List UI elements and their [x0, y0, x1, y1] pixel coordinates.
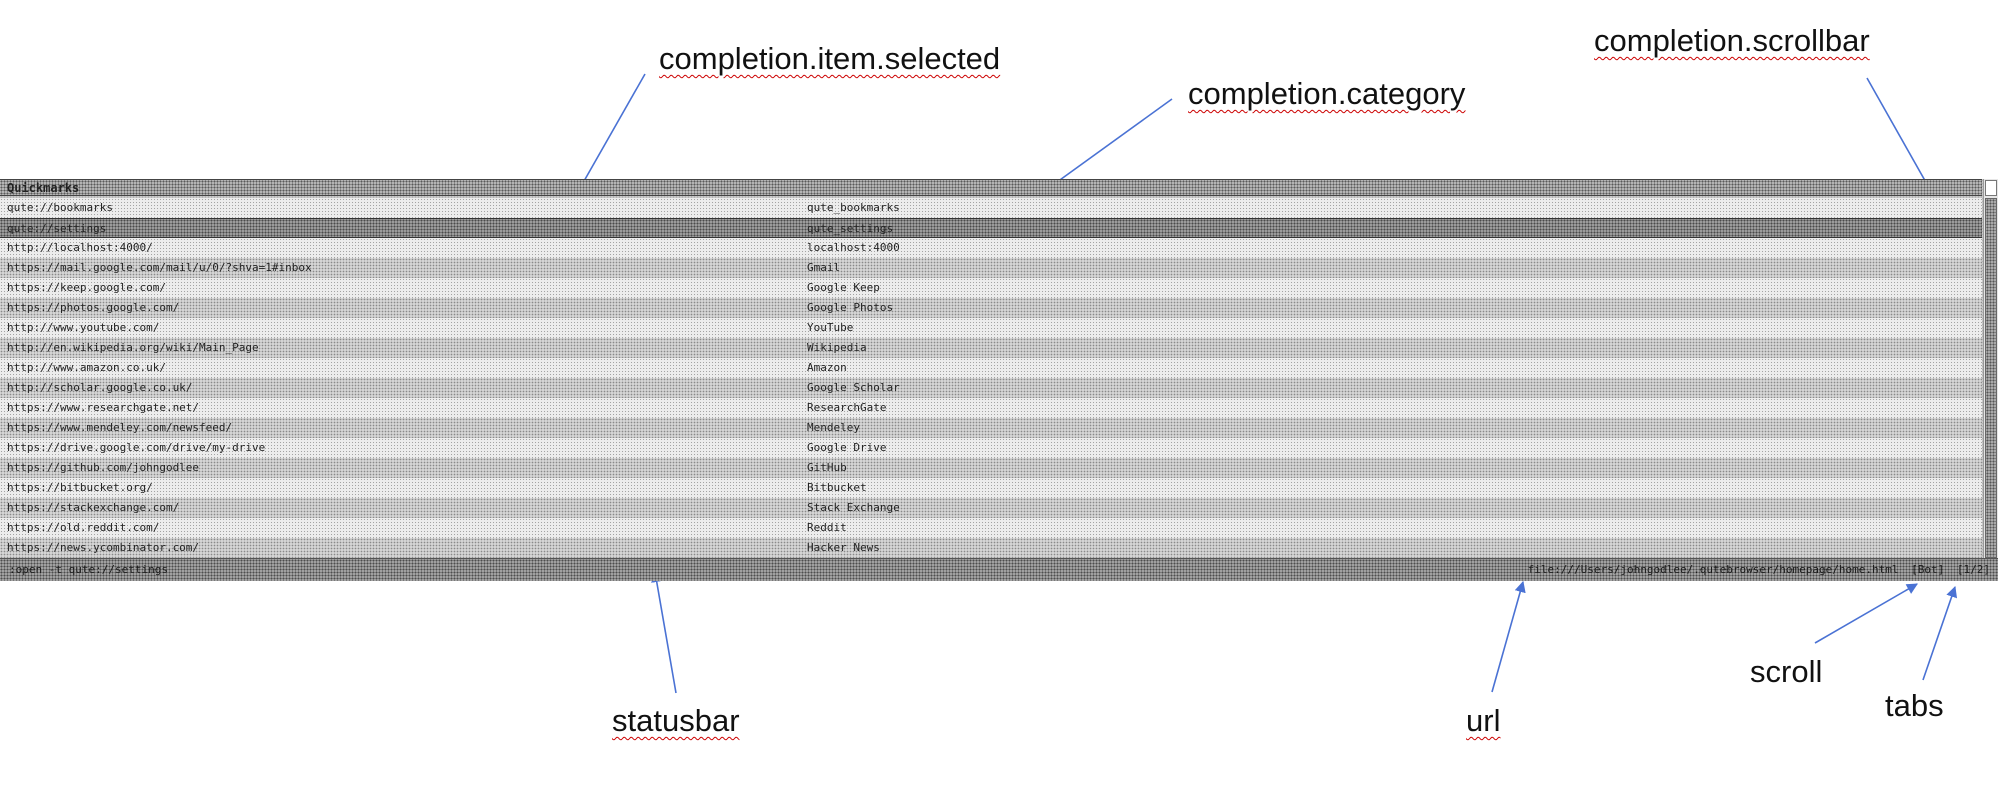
completion-item-url: https://www.researchgate.net/: [7, 401, 200, 414]
completion-item-url: http://scholar.google.co.uk/: [7, 381, 193, 394]
completion-item-url: https://mail.google.com/mail/u/0/?shva=1…: [7, 261, 312, 274]
completion-item[interactable]: https://www.mendeley.com/newsfeed/Mendel…: [0, 418, 1982, 438]
statusbar-scroll: [Bot]: [1911, 563, 1945, 576]
completion-scrollbar[interactable]: [1983, 179, 1998, 558]
qutebrowser-completion-ui: Quickmarks qute://bookmarks qute_bookmark…: [0, 179, 1998, 581]
completion-item-description: Amazon: [807, 361, 847, 374]
completion-item-url: https://stackexchange.com/: [7, 501, 180, 514]
completion-item-description: Hacker News: [807, 541, 880, 554]
completion-item[interactable]: https://www.researchgate.net/ResearchGat…: [0, 398, 1982, 418]
completion-item-description: Wikipedia: [807, 341, 867, 354]
completion-item-url: http://localhost:4000/: [7, 241, 153, 254]
completion-item-url: http://www.amazon.co.uk/: [7, 361, 166, 374]
completion-item[interactable]: https://old.reddit.com/Reddit: [0, 518, 1982, 538]
annotation-completion-item-selected: completion.item.selected: [659, 41, 1001, 76]
completion-item[interactable]: https://github.com/johngodlee GitHub: [0, 458, 1982, 478]
completion-item[interactable]: https://mail.google.com/mail/u/0/?shva=1…: [0, 258, 1982, 278]
completion-item-description: Google Scholar: [807, 381, 900, 394]
completion-item-description: GitHub: [807, 461, 847, 474]
scrollbar-handle[interactable]: [1985, 198, 1997, 558]
annotation-completion-category: completion.category: [1188, 76, 1466, 111]
completion-category-title: Quickmarks: [7, 181, 80, 195]
completion-item[interactable]: https://bitbucket.org/Bitbucket: [0, 478, 1982, 498]
statusbar-command-input[interactable]: :open -t qute://settings: [9, 563, 168, 576]
annotation-url: url: [1466, 703, 1501, 738]
statusbar: :open -t qute://settings file:///Users/j…: [0, 558, 1998, 581]
completion-item[interactable]: http://en.wikipedia.org/wiki/Main_Page Wi…: [0, 338, 1982, 358]
completion-item-description: qute_settings: [807, 222, 894, 235]
completion-item-description: Google Keep: [807, 281, 880, 294]
completion-item-url: qute://bookmarks: [7, 201, 113, 214]
arrow-tabs: [1922, 585, 1958, 681]
statusbar-tabs: [1/2]: [1956, 563, 1990, 576]
completion-item-description: Google Photos: [807, 301, 894, 314]
scrollbar-top-box: [1985, 180, 1997, 196]
completion-item-description: Google Drive: [807, 441, 887, 454]
completion-item-url: https://keep.google.com/: [7, 281, 166, 294]
arrow-url: [1491, 580, 1526, 693]
completion-item[interactable]: http://scholar.google.co.uk/Google Schol…: [0, 378, 1982, 398]
completion-item-url: qute://settings: [7, 222, 107, 235]
completion-item-description: Reddit: [807, 521, 847, 534]
completion-item-description: Stack Exchange: [807, 501, 900, 514]
statusbar-url: file:///Users/johngodlee/.qutebrowser/ho…: [1527, 563, 1899, 576]
completion-item[interactable]: https://drive.google.com/drive/my-drive G…: [0, 438, 1982, 458]
completion-item-description: YouTube: [807, 321, 854, 334]
completion-item-url: https://news.ycombinator.com/: [7, 541, 200, 554]
completion-list[interactable]: qute://bookmarks qute_bookmarks qute://set…: [0, 198, 1982, 558]
annotation-statusbar: statusbar: [612, 703, 740, 738]
completion-item[interactable]: qute://bookmarks qute_bookmarks: [0, 198, 1982, 218]
completion-item-url: https://bitbucket.org/: [7, 481, 153, 494]
annotation-completion-scrollbar: completion.scrollbar: [1594, 23, 1870, 58]
completion-item[interactable]: https://stackexchange.com/Stack Exchange: [0, 498, 1982, 518]
arrow-scroll: [1814, 583, 1918, 644]
completion-item-description: Gmail: [807, 261, 841, 274]
completion-item-description: Mendeley: [807, 421, 860, 434]
completion-item[interactable]: https://keep.google.com/Google Keep: [0, 278, 1982, 298]
completion-item[interactable]: http://www.youtube.com/YouTube: [0, 318, 1982, 338]
arrow-statusbar: [651, 570, 677, 694]
completion-item-selected[interactable]: qute://settings qute_settings: [0, 218, 1982, 238]
annotation-scroll: scroll: [1750, 654, 1823, 689]
completion-item-url: https://www.mendeley.com/newsfeed/: [7, 421, 233, 434]
completion-item-description: qute_bookmarks: [807, 201, 900, 214]
completion-item-url: https://drive.google.com/drive/my-drive: [7, 441, 266, 454]
annotation-tabs: tabs: [1885, 688, 1944, 723]
completion-item[interactable]: https://photos.google.com/Google Photos: [0, 298, 1982, 318]
completion-item-url: http://en.wikipedia.org/wiki/Main_Page: [7, 341, 259, 354]
completion-item[interactable]: https://news.ycombinator.com/Hacker News: [0, 538, 1982, 558]
completion-item-url: https://github.com/johngodlee: [7, 461, 200, 474]
completion-item[interactable]: http://www.amazon.co.uk/Amazon: [0, 358, 1982, 378]
completion-item[interactable]: http://localhost:4000/localhost:4000: [0, 238, 1982, 258]
statusbar-right: file:///Users/johngodlee/.qutebrowser/ho…: [1522, 559, 1990, 581]
completion-item-url: https://photos.google.com/: [7, 301, 180, 314]
completion-item-description: ResearchGate: [807, 401, 887, 414]
completion-item-description: localhost:4000: [807, 241, 900, 254]
completion-item-url: http://www.youtube.com/: [7, 321, 160, 334]
completion-item-url: https://old.reddit.com/: [7, 521, 160, 534]
completion-category-header: Quickmarks: [0, 179, 1982, 196]
completion-item-description: Bitbucket: [807, 481, 867, 494]
arrow-completion-category: [1045, 98, 1173, 191]
